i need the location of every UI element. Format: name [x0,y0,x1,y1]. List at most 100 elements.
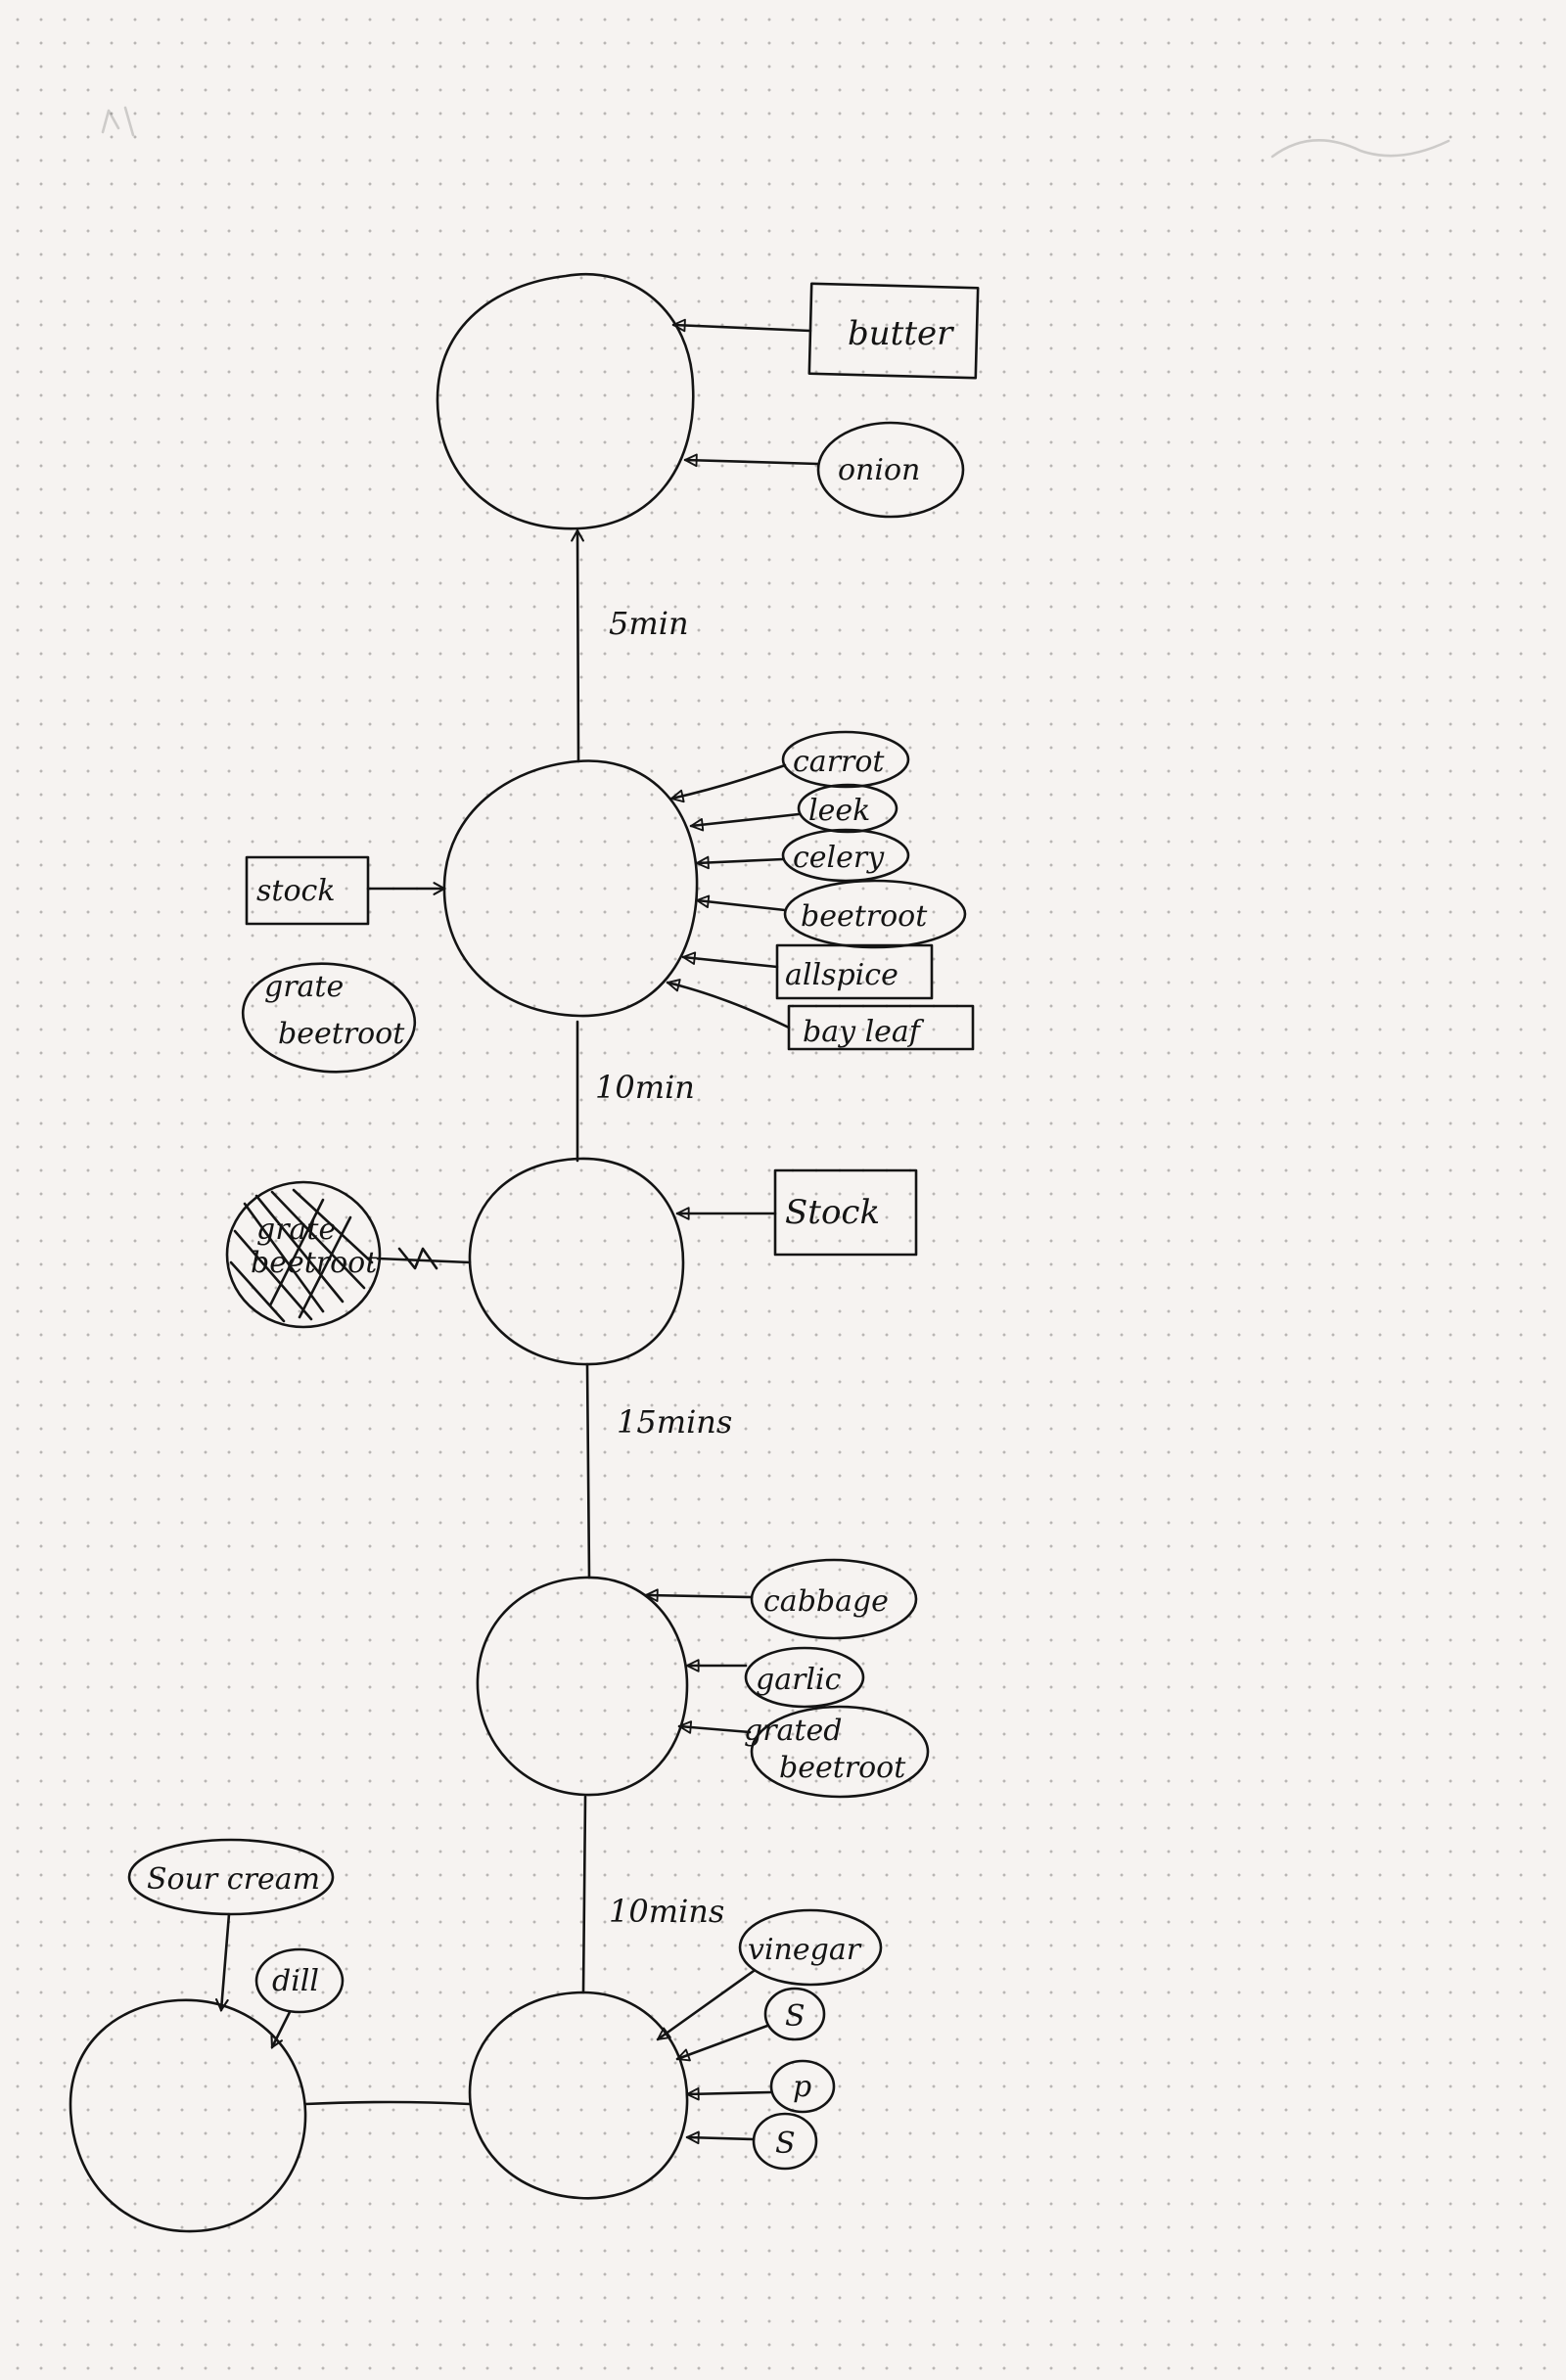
grated-beetroot-line1: grated [744,1714,842,1748]
cabbage-input: cabbage [644,1558,918,1640]
carrot-oval [781,730,910,789]
garlic-input: garlic [685,1646,865,1709]
cabbage-oval [750,1558,918,1640]
crossed-out-grate-beetroot: grate beetroot [225,1180,472,1329]
duration-1: 5min [609,605,689,642]
s1-input: S [675,1987,826,2062]
scribble [229,1188,374,1323]
beetroot-label: beetroot [801,899,928,934]
leek-label: leek [808,794,870,828]
butter-input: butter [671,282,980,380]
final-bowl [69,1998,307,2233]
butter-label: butter [848,314,954,353]
step-3-pot [468,1157,685,1366]
allspice-input: allspice [681,943,934,1000]
step-2-pot [442,759,699,1018]
onion-arrow [683,453,820,468]
onion-oval [816,421,965,519]
s2-arrow [685,2130,756,2145]
carrot-arrow [669,763,787,803]
butter-arrow [671,318,812,333]
cabbage-label: cabbage [763,1584,889,1619]
vinegar-input: vinegar [656,1908,883,2041]
carrot-label: carrot [793,745,885,779]
vinegar-arrow [656,1969,756,2041]
sour-cream-arrow [214,1912,231,2013]
p-input: p [685,2059,836,2114]
crossed-out-arrowhead [397,1247,438,1270]
sour-cream-label: Sour cream [147,1862,320,1897]
connector-5 [303,2100,472,2106]
connector-3 [585,1362,591,1579]
celery-label: celery [793,841,885,875]
step-3-circle [468,1157,685,1366]
side-note-line1: grate [264,970,344,1004]
crossed-out-arrow [376,1257,472,1264]
sour-cream-input: Sour cream [127,1838,335,2013]
grated-beetroot-arrow [677,1720,752,1734]
side-note-line2: beetroot [278,1017,405,1051]
connector-4 [581,1795,587,1994]
vinegar-label: vinegar [748,1933,862,1967]
dill-input: dill [254,1947,345,2049]
leek-input: leek [689,783,898,834]
p-arrow [685,2086,773,2101]
s1-arrow [675,2024,769,2062]
allspice-arrow [681,951,779,969]
garlic-label: garlic [756,1663,842,1697]
bay-leaf-input: bay leaf [666,979,975,1051]
p-oval [769,2059,836,2114]
side-note-oval [241,962,417,1074]
step-1-circle [436,273,695,530]
stock-label-left: stock [256,874,336,908]
grated-beetroot-oval [750,1705,930,1799]
step-4-pot [476,1576,689,1797]
duration-3: 15mins [617,1403,732,1441]
bay-leaf-label: bay leaf [803,1015,925,1049]
s1-label: S [785,1999,806,2034]
dill-arrow [270,2010,292,2049]
beetroot-oval [783,879,967,949]
side-note-grate-beetroot: grate beetroot [241,962,417,1074]
stock-input-left: stock [245,855,447,926]
stock-input-right: Stock [675,1168,918,1257]
butter-box [807,282,980,380]
step-5-circle [468,1991,689,2200]
cabbage-arrow [644,1588,754,1602]
grated-beetroot-line2: beetroot [779,1751,906,1785]
sour-cream-oval [127,1838,335,1916]
allspice-box [775,943,934,1000]
celery-arrow [695,855,785,870]
celery-input: celery [695,828,910,883]
celery-oval [781,828,910,883]
stock-label-right: Stock [785,1193,880,1232]
onion-input: onion [683,421,965,519]
faded-header-marks [101,106,1451,159]
leek-arrow [689,812,801,832]
onion-label: onion [838,453,920,487]
dill-label: dill [272,1964,319,1998]
s2-input: S [685,2112,818,2171]
s2-label: S [775,2127,796,2161]
connector-1 [571,527,584,763]
duration-2: 10min [595,1069,695,1106]
step-5-pot [468,1991,689,2200]
allspice-label: allspice [785,958,898,992]
step-2-circle [442,759,699,1018]
p-label: p [793,2070,811,2104]
bay-leaf-arrow [666,979,791,1030]
beetroot-input: beetroot [695,879,967,949]
beetroot-arrow [695,894,787,912]
s2-oval [752,2112,818,2171]
leek-oval [797,783,898,834]
duration-4: 10mins [609,1893,724,1930]
stock-box-left [245,855,370,926]
final-bowl-circle [69,1998,307,2233]
s1-oval [763,1987,826,2041]
step-4-circle [476,1576,689,1797]
dill-oval [254,1947,345,2014]
garlic-oval [744,1646,865,1709]
vinegar-oval [738,1908,883,1987]
grated-beetroot-input: grated beetroot [677,1705,930,1799]
